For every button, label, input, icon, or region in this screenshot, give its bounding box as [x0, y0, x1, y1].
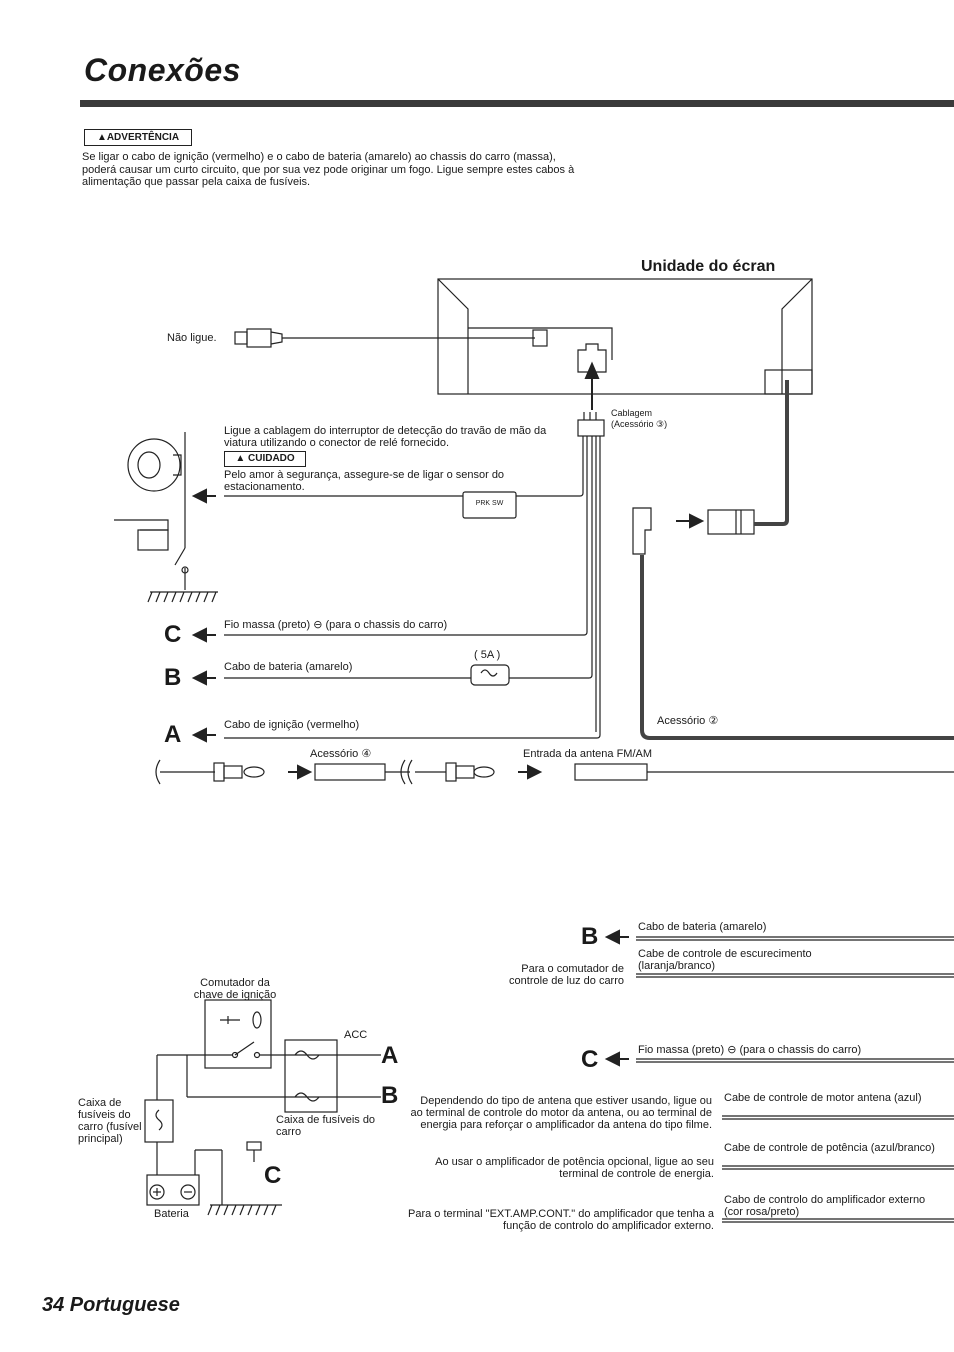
display-unit-body: [437, 278, 813, 395]
accessory3-label: (Acessório ③): [611, 419, 668, 429]
ext-amp-wire-label: Cabo de controlo do amplificador externo…: [724, 1194, 926, 1218]
letter-b2: B: [381, 1082, 399, 1109]
power-wire-label: Cabe de controle de potência (azul/branc…: [724, 1142, 935, 1154]
letter-b: B: [164, 664, 182, 691]
page-footer: 34 Portuguese: [42, 1294, 180, 1316]
ignition-wire-label: Cabo de ignição (vermelho): [224, 719, 360, 731]
antenna-description: Dependendo do tipo de antena que estiver…: [410, 1095, 712, 1131]
main-fuse-label: Caixa de fusíveis do carro (fusível prin…: [78, 1097, 142, 1145]
power-description: Ao usar o amplificador de potência opcio…: [435, 1156, 714, 1180]
unit-label: Unidade do écran: [641, 258, 776, 275]
letter-c3: C: [581, 1046, 599, 1073]
accessory4-label: Acessório ④: [310, 748, 372, 760]
title-rule: [80, 100, 954, 107]
ground-wire-label: Fio massa (preto) ⊖ (para o chassis do c…: [224, 619, 448, 631]
fuse-label: ( 5A ): [474, 649, 501, 661]
dimmer-description: Para o comutador de controle de luz do c…: [509, 963, 624, 987]
ext-amp-description: Para o terminal "EXT.AMP.CONT." do ampli…: [408, 1208, 714, 1232]
not-connect-label: Não ligue.: [167, 332, 217, 344]
letter-a2: A: [381, 1042, 399, 1069]
parking-instruction: Ligue a cablagem do interruptor de detec…: [224, 425, 547, 449]
ground-wire-label-2: Fio massa (preto) ⊖ (para o chassis do c…: [638, 1044, 862, 1056]
accessory2-label: Acessório ②: [657, 715, 719, 727]
caution-badge: ▲ CUIDADO: [224, 451, 306, 467]
battery-wire-label-2: Cabo de bateria (amarelo): [638, 921, 767, 933]
caution-text: Pelo amor à segurança, assegure-se de li…: [224, 469, 505, 493]
battery-wire-label: Cabo de bateria (amarelo): [224, 661, 353, 673]
letter-b3: B: [581, 923, 599, 950]
antenna-wire-label: Cabe de controle de motor antena (azul): [724, 1092, 922, 1104]
letter-c: C: [164, 621, 182, 648]
antenna-input-label: Entrada da antena FM/AM: [523, 748, 653, 760]
prk-sw-label: PRK SW: [475, 500, 504, 507]
letter-a: A: [164, 721, 182, 748]
dimmer-wire-label: Cabe de controle de escurecimento (laran…: [638, 948, 812, 972]
warning-text: Se ligar o cabo de ignição (vermelho) e …: [82, 151, 575, 188]
harness-label: Cablagem: [611, 408, 653, 418]
ignition-switch-label: Comutador da chave de ignição: [193, 977, 277, 1001]
acc-label: ACC: [344, 1029, 368, 1041]
page-title: Conexões: [84, 52, 241, 88]
warning-badge: ▲ADVERTÊNCIA: [84, 129, 192, 146]
fuse-box-label: Caixa de fusíveis do carro: [276, 1114, 376, 1138]
letter-c2: C: [264, 1162, 282, 1189]
battery-label: Bateria: [154, 1208, 189, 1220]
